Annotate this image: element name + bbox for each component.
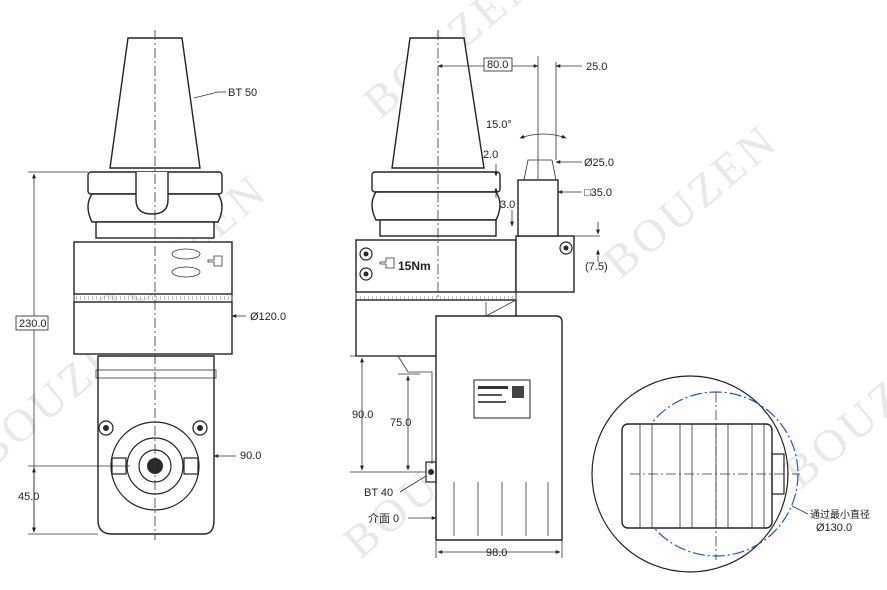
stop-pin-housing bbox=[517, 179, 559, 237]
stop-pin bbox=[523, 159, 557, 181]
housing-lower bbox=[73, 301, 233, 355]
d25dia-label: Ø25.0 bbox=[584, 157, 614, 169]
index-scale-side bbox=[355, 291, 517, 301]
index-scale bbox=[73, 293, 233, 303]
rib bbox=[751, 423, 765, 529]
watermark-text: BOUZEN bbox=[774, 323, 887, 497]
wrench-icon bbox=[207, 255, 223, 267]
angle-head-side bbox=[435, 315, 563, 541]
flange-upper-side bbox=[371, 171, 501, 193]
bolt-icon bbox=[98, 420, 114, 436]
clearance-view: 通过最小直径 Ø130.0 bbox=[591, 375, 870, 573]
nameplate-line bbox=[478, 386, 508, 389]
w90-label: 90.0 bbox=[240, 450, 261, 462]
nameplate bbox=[473, 379, 531, 419]
bolt-icon bbox=[359, 247, 373, 261]
d2-label: 2.0 bbox=[483, 149, 498, 161]
side-view: 15Nm 80.0 25.0 15.0° 2.0 Ø25.0 bbox=[350, 30, 614, 559]
h75-label: 75.0 bbox=[390, 417, 411, 429]
h230-box bbox=[15, 315, 49, 331]
d25top-label: 25.0 bbox=[586, 61, 607, 73]
bolt-icon bbox=[103, 425, 109, 431]
bolt-icon bbox=[192, 420, 208, 436]
watermark-text: BOUZEN bbox=[594, 113, 788, 287]
rib bbox=[679, 423, 693, 529]
bolt-icon bbox=[559, 241, 573, 255]
wrench-icon bbox=[379, 257, 395, 269]
leader bbox=[193, 91, 219, 99]
min-dia-note: 通过最小直径 bbox=[810, 508, 870, 521]
d3-label: 3.0 bbox=[500, 199, 515, 211]
drive-lug bbox=[183, 457, 199, 475]
bolt-icon bbox=[363, 271, 369, 277]
d75p-label: (7.5) bbox=[585, 261, 608, 273]
bolt-icon bbox=[563, 245, 569, 251]
leader bbox=[399, 475, 427, 493]
head-outline bbox=[621, 423, 773, 529]
flange-groove-side bbox=[371, 191, 501, 221]
torque-label: 15Nm bbox=[398, 259, 431, 273]
sq35-label: □35.0 bbox=[584, 187, 612, 199]
interface-label: 介面 0 bbox=[368, 512, 399, 525]
rib bbox=[715, 423, 729, 529]
oval-plug-icon bbox=[171, 248, 201, 260]
housing-side bbox=[355, 239, 517, 293]
nameplate-line bbox=[478, 394, 502, 396]
h90-label: 90.0 bbox=[352, 409, 373, 421]
rib bbox=[639, 423, 653, 529]
d80-label: 80.0 bbox=[487, 59, 508, 71]
angle-head bbox=[97, 355, 215, 535]
drive-key bbox=[135, 172, 169, 215]
bt40-shank bbox=[397, 355, 433, 464]
front-view: BT 50 Ø120.0 230.0 45.0 90.0 bbox=[15, 30, 286, 540]
bt50-label: BT 50 bbox=[228, 87, 257, 99]
d130-label: Ø130.0 bbox=[816, 522, 852, 534]
d120-label: Ø120.0 bbox=[250, 311, 286, 323]
housing-upper bbox=[73, 241, 233, 295]
angle-arc bbox=[519, 133, 567, 139]
bt40-center bbox=[428, 469, 434, 475]
bt40-label: BT 40 bbox=[364, 487, 393, 499]
bolt-icon bbox=[197, 425, 203, 431]
bolt-icon bbox=[363, 251, 369, 257]
h45-label: 45.0 bbox=[18, 491, 39, 503]
bolt-icon bbox=[359, 267, 373, 281]
nameplate-line bbox=[478, 401, 506, 403]
d80-box bbox=[483, 57, 513, 72]
leader bbox=[791, 505, 809, 515]
angle-label: 15.0° bbox=[486, 119, 512, 131]
nameplate-logo-icon bbox=[512, 386, 524, 398]
head-rib bbox=[95, 369, 217, 379]
oval-plug-icon bbox=[171, 266, 201, 278]
h230-label: 230.0 bbox=[19, 318, 47, 330]
stop-block bbox=[515, 235, 575, 293]
w98-label: 98.0 bbox=[486, 547, 507, 559]
head-joint bbox=[485, 299, 517, 317]
